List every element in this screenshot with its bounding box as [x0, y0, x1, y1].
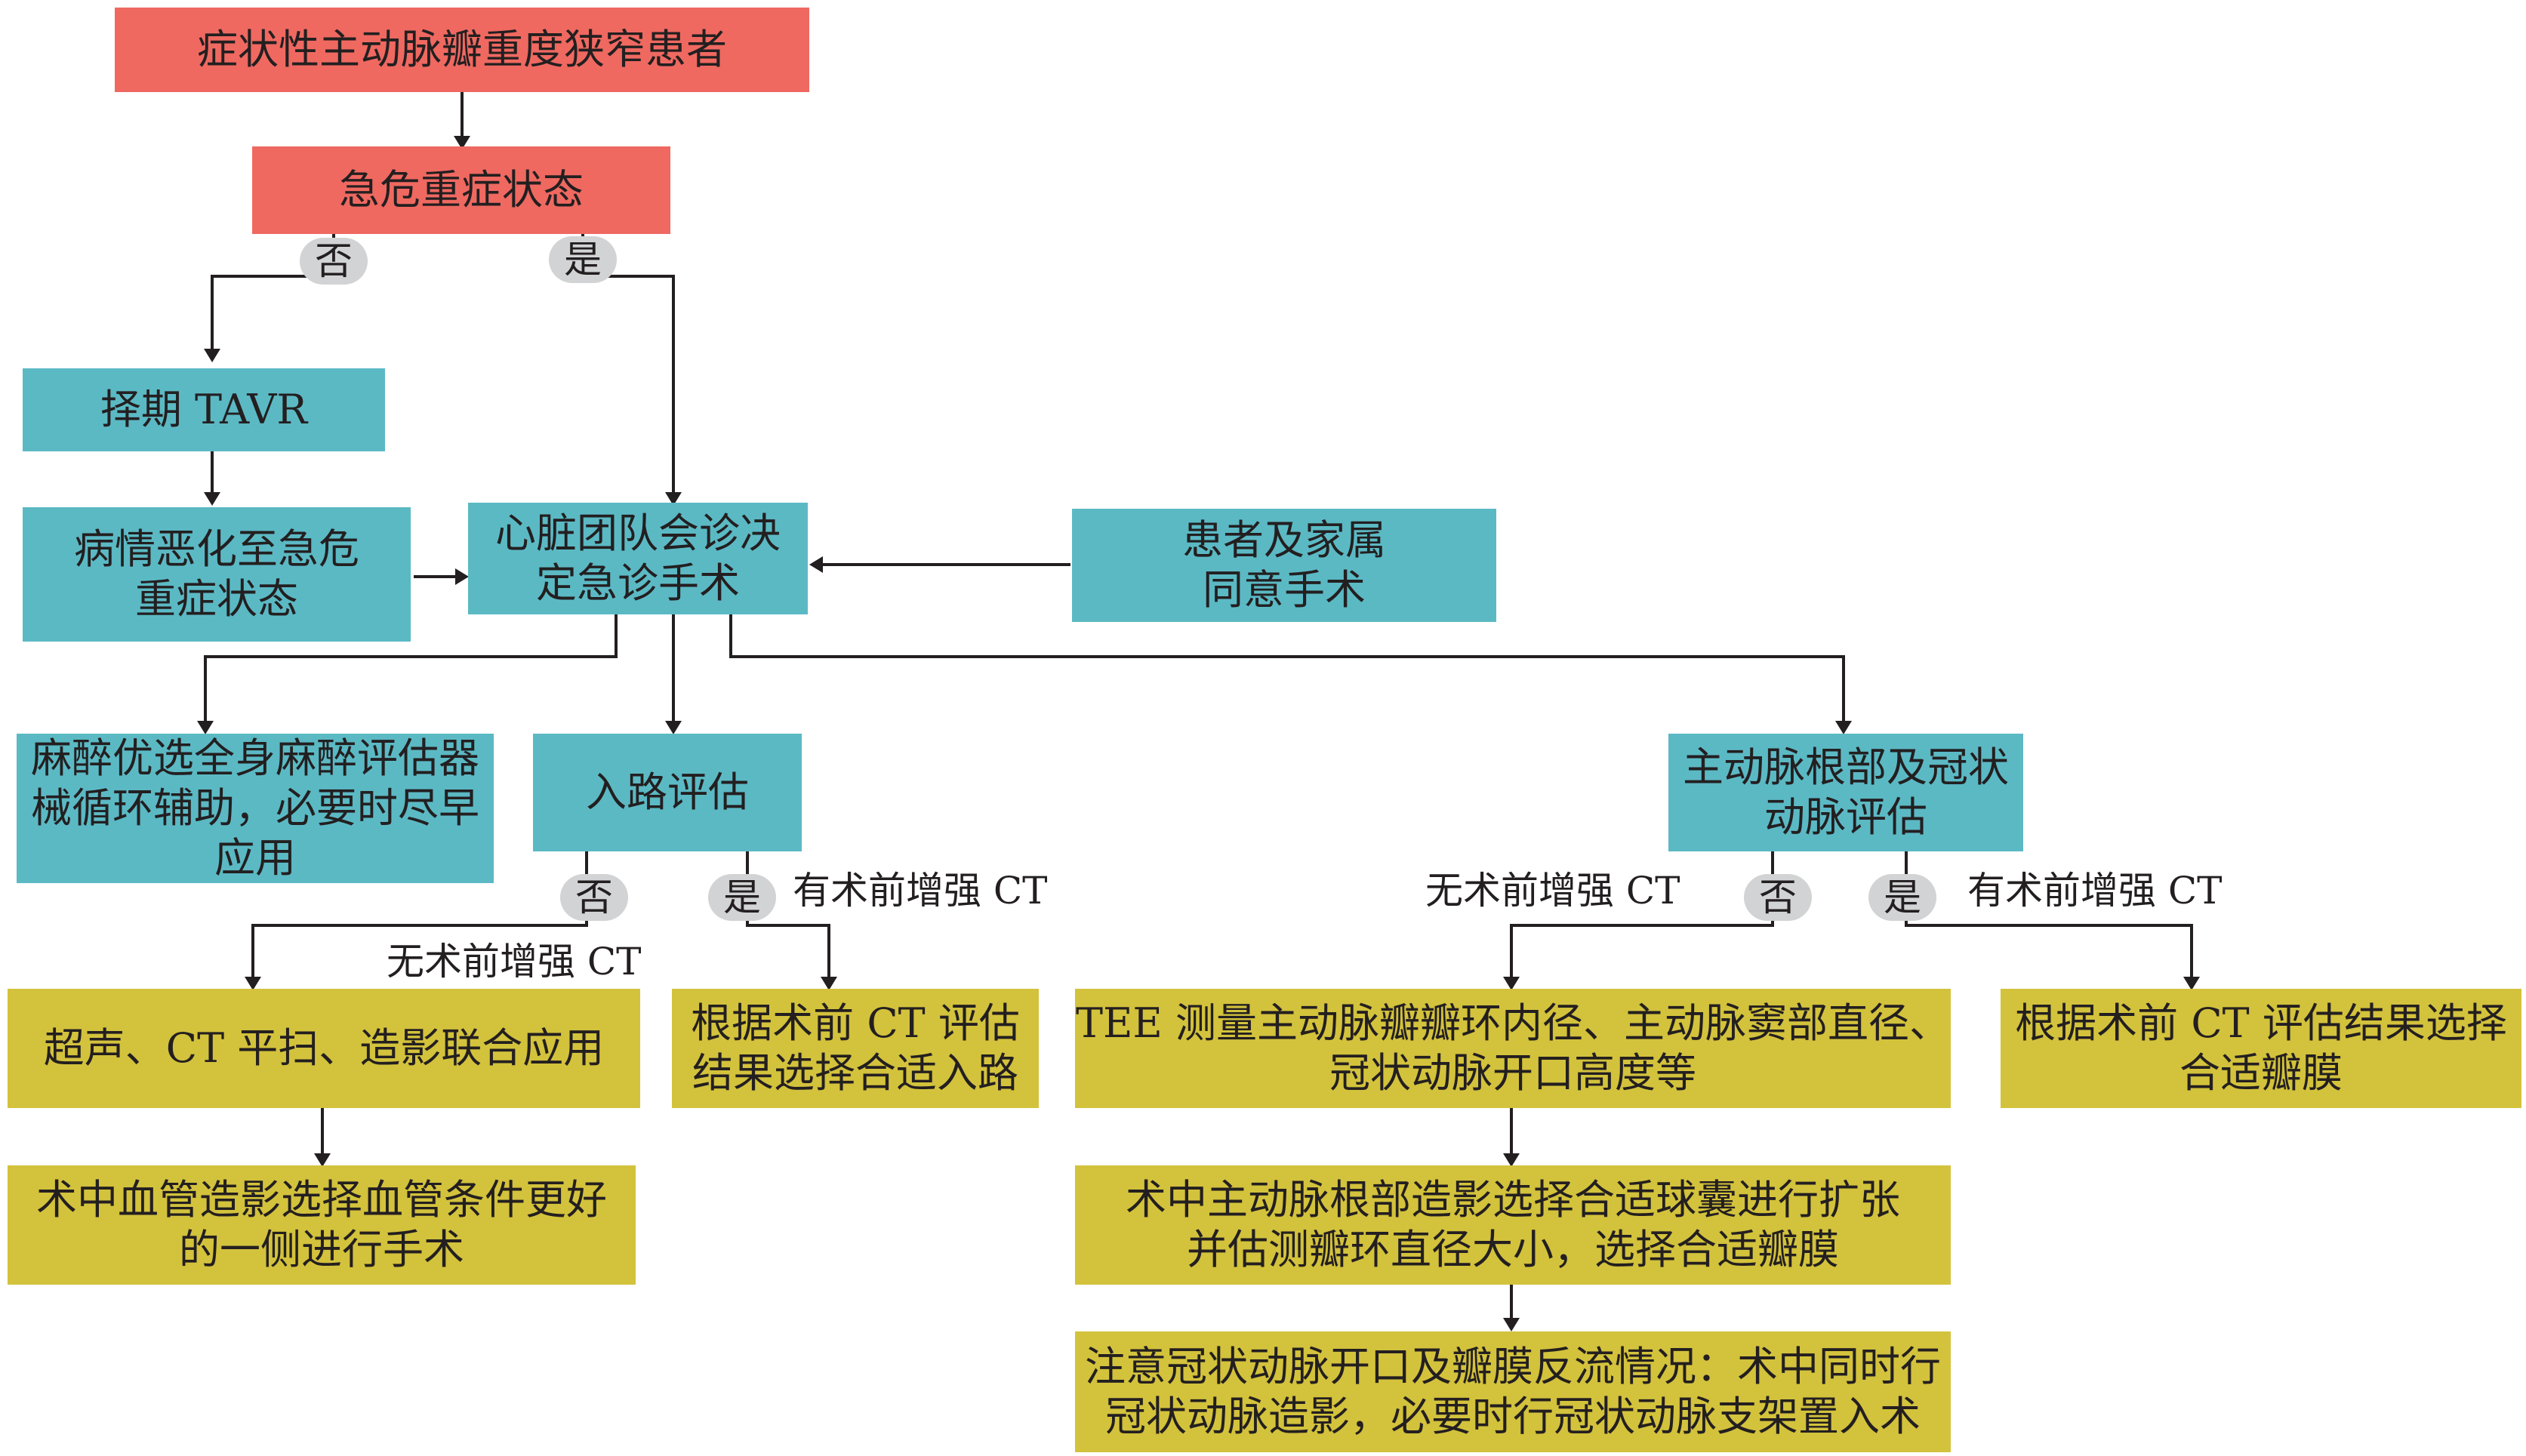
- note-without-ct: 无术前增强 CT: [387, 940, 642, 983]
- note-without-ct: 无术前增强 CT: [1425, 869, 1680, 913]
- node-tee-measure: TEE 测量主动脉瓣瓣环内径、主动脉窦部直径、 冠状动脉开口高度等: [1075, 989, 1951, 1108]
- arrowhead: [809, 556, 823, 573]
- node-access-eval: 入路评估: [533, 734, 802, 851]
- node-elective-tavr: 择期 TAVR: [23, 368, 385, 451]
- arrowhead: [197, 721, 214, 734]
- arrowhead: [1503, 977, 1520, 990]
- arrowhead: [455, 568, 469, 585]
- arrowhead: [204, 349, 220, 362]
- arrowhead: [1835, 721, 1852, 734]
- note-with-ct: 有术前增强 CT: [1967, 869, 2223, 913]
- arrowhead: [665, 492, 682, 506]
- node-coronary-attention: 注意冠状动脉开口及瓣膜反流情况：术中同时行 冠状动脉造影，必要时行冠状动脉支架置…: [1075, 1331, 1951, 1452]
- connector-team-to-root: [729, 614, 1845, 721]
- node-deterioration: 病情恶化至急危 重症状态: [23, 507, 411, 642]
- arrowhead: [665, 721, 682, 734]
- node-heart-team: 心脏团队会诊决 定急诊手术: [468, 503, 808, 614]
- branch-no-badge: 否: [560, 874, 628, 921]
- arrowhead: [1503, 1153, 1520, 1167]
- node-ct-select-valve: 根据术前 CT 评估结果选择 合适瓣膜: [2001, 989, 2521, 1108]
- node-ct-select-access: 根据术前 CT 评估 结果选择合适入路: [672, 989, 1039, 1108]
- node-intraop-angio-side: 术中血管造影选择血管条件更好 的一侧进行手术: [8, 1165, 636, 1285]
- node-ultrasound-ct-combo: 超声、CT 平扫、造影联合应用: [8, 989, 640, 1108]
- node-critical-state: 急危重症状态: [252, 146, 670, 234]
- branch-yes-badge: 是: [549, 236, 617, 283]
- note-with-ct: 有术前增强 CT: [793, 869, 1048, 913]
- branch-yes-badge: 是: [708, 874, 776, 921]
- connector-team-to-anesthesia: [204, 614, 618, 721]
- arrowhead: [2183, 977, 2200, 990]
- arrowhead: [454, 136, 470, 149]
- arrowhead: [245, 977, 261, 990]
- node-family-consent: 患者及家属 同意手术: [1072, 509, 1496, 622]
- arrowhead: [821, 977, 837, 990]
- node-anesthesia: 麻醉优选全身麻醉评估器 械循环辅助，必要时尽早 应用: [17, 734, 494, 883]
- branch-no-badge: 否: [300, 238, 368, 285]
- branch-yes-badge: 是: [1868, 874, 1936, 921]
- arrowhead: [314, 1153, 331, 1167]
- branch-no-badge: 否: [1744, 874, 1812, 921]
- node-root-angio-balloon: 术中主动脉根部造影选择合适球囊进行扩张 并估测瓣环直径大小，选择合适瓣膜: [1075, 1165, 1951, 1285]
- node-root-coronary-eval: 主动脉根部及冠状 动脉评估: [1668, 734, 2023, 851]
- arrowhead: [1503, 1318, 1520, 1331]
- arrowhead: [204, 492, 220, 506]
- node-symptomatic-patients: 症状性主动脉瓣重度狭窄患者: [115, 8, 809, 92]
